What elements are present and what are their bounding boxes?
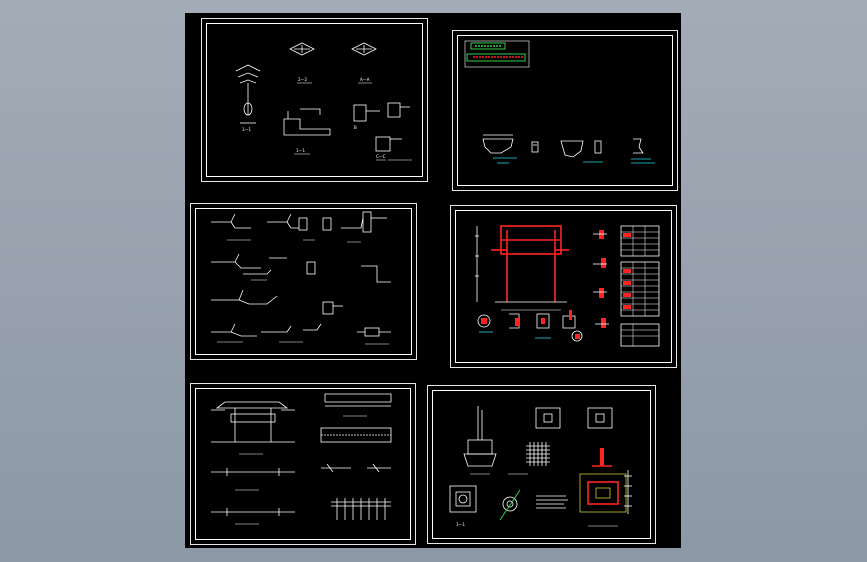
sheet-1-label-1: 2—2 (298, 77, 308, 82)
cad-drawing-canvas[interactable]: 1—1 2—2 A—A 1—1 (185, 13, 681, 548)
drawing-sheet-3[interactable] (190, 203, 417, 360)
sheet-6-border (432, 390, 651, 539)
drawing-sheet-5[interactable] (190, 383, 416, 545)
beam-section-1 (324, 393, 392, 407)
sheet-3-border (195, 208, 412, 355)
gate-frame-elevation (475, 225, 569, 311)
foundation-lines (211, 463, 391, 516)
sheet-2-graphics (464, 40, 655, 164)
beam-details-row-4 (211, 323, 322, 337)
pagoda-elevation (235, 64, 261, 124)
sheet-1-label-5: C—C (376, 154, 386, 159)
pedestal-plans (535, 407, 613, 429)
plan-view-a (289, 42, 315, 56)
gate-elevation (211, 401, 295, 443)
footing-plan (449, 485, 477, 513)
schedule-tables (620, 225, 660, 347)
notes-block (536, 495, 568, 509)
drawing-sheet-4[interactable] (450, 205, 677, 368)
sheet-5-graphics (211, 393, 392, 525)
sheet-2-border (457, 35, 673, 186)
sheet-4-graphics (475, 225, 660, 347)
foundation-detail (579, 448, 632, 527)
detail-stone-base (482, 134, 514, 154)
sheet-1-label-4: B (354, 125, 357, 130)
beam-details-row-2 (211, 253, 391, 283)
beam-details-row-3 (211, 289, 391, 337)
detail-post (531, 141, 539, 153)
joint-details (477, 310, 583, 342)
sheet-1-graphics: 1—1 2—2 A—A 1—1 (235, 42, 412, 161)
section-detail-3 (375, 136, 402, 152)
grid-mesh (508, 442, 550, 475)
sheet-5-border (195, 388, 411, 540)
plan-view-b (351, 42, 377, 56)
sheet-1-label-0: 1—1 (242, 127, 252, 132)
column-elevation (463, 406, 497, 467)
section-detail-2 (353, 102, 410, 122)
drawing-sheet-6[interactable]: 1—1 (427, 385, 656, 544)
pile-section (331, 498, 391, 520)
beam-details-row-1 (211, 211, 387, 233)
plan-strip (320, 427, 392, 443)
detail-bracket (560, 140, 602, 158)
sheet-3-graphics (211, 211, 391, 345)
sheet-1-border (206, 23, 423, 177)
sheet-6-label-0: 1—1 (456, 522, 466, 527)
sheet-1-label-2: A—A (360, 77, 370, 82)
section-detail-1 (283, 108, 331, 136)
sheet-6-graphics: 1—1 (449, 406, 632, 527)
detail-rail (633, 138, 644, 154)
sheet-4-border (455, 210, 672, 363)
title-block (464, 40, 530, 68)
drawing-sheet-1[interactable]: 1—1 2—2 A—A 1—1 (201, 18, 428, 182)
circular-section (499, 489, 521, 521)
drawing-sheet-2[interactable] (452, 30, 678, 191)
rebar-details-column (593, 230, 609, 328)
sheet-1-label-3: 1—1 (296, 148, 306, 153)
